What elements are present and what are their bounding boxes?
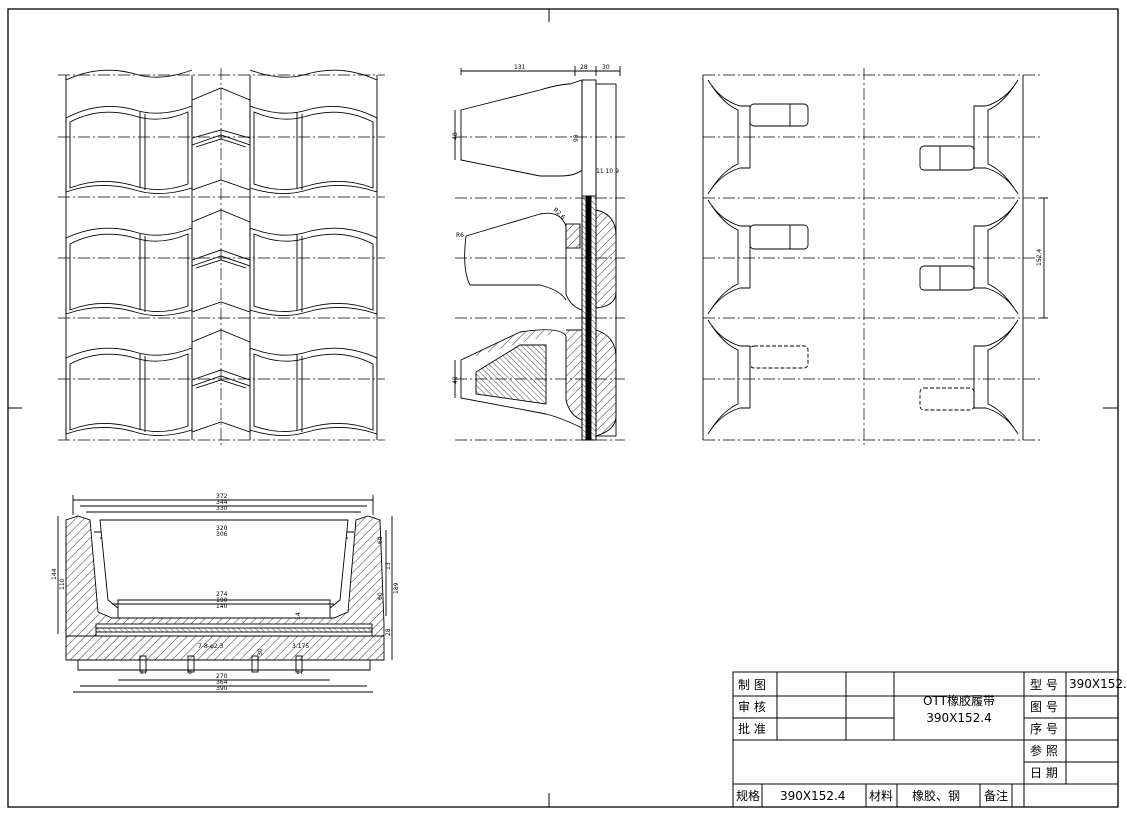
label-remark: 备注 xyxy=(984,788,1008,803)
label-sequence: 序 号 xyxy=(1030,721,1058,736)
sheet-border xyxy=(7,8,1119,808)
label-checked-by: 审 核 xyxy=(738,699,766,714)
spec-value: 390X152.4 xyxy=(780,789,845,803)
label-date: 日 期 xyxy=(1030,766,1058,780)
side-section-view xyxy=(454,66,625,441)
dim-98: 98 xyxy=(573,134,580,142)
label-drawn-by: 制 图 xyxy=(738,678,766,692)
dim-pitch-152-4: 152.4 xyxy=(1036,249,1043,266)
dim-14: 14 xyxy=(295,612,302,620)
dim-8: 8 xyxy=(188,669,192,676)
dim-189: 189 xyxy=(393,582,400,594)
dim-306: 306 xyxy=(216,531,228,538)
dim-28: 28 xyxy=(580,64,588,71)
dim-28: 28 xyxy=(385,628,392,636)
dim-110: 110 xyxy=(59,578,66,590)
dim-13: 13 xyxy=(385,562,392,570)
title-block xyxy=(732,671,1119,808)
product-spec: 390X152.4 xyxy=(926,711,991,725)
dim-390: 390 xyxy=(216,685,228,692)
guide-lug-view xyxy=(702,68,1048,446)
dim-48-top: 48 xyxy=(452,132,459,140)
label-material: 材料 xyxy=(869,789,893,803)
dim-131: 131 xyxy=(514,64,526,71)
dim-11-10-9: 11 10 9 xyxy=(596,168,619,175)
cross-section-dimensions: 372 344 330 320 306 274 190 140 270 364 … xyxy=(51,493,400,692)
dim-17-left: 17 xyxy=(140,669,148,676)
model-value: 390X152.4 xyxy=(1069,677,1127,691)
dim-144: 144 xyxy=(51,568,58,580)
dim-344: 344 xyxy=(216,499,228,506)
label-spec: 规格 xyxy=(736,788,760,803)
dim-30: 30 xyxy=(257,648,264,656)
dim-330: 330 xyxy=(216,505,228,512)
dim-cord-spec: 7-8-φ2.3 xyxy=(198,643,224,650)
label-model: 型 号 xyxy=(1030,678,1058,692)
dim-364: 364 xyxy=(216,679,228,686)
product-name: OTT橡胶履带 xyxy=(923,693,995,708)
cross-section-view xyxy=(57,495,393,693)
material-value: 橡胶、钢 xyxy=(912,788,960,803)
label-drawing-number: 图 号 xyxy=(1030,700,1058,714)
label-reference: 参 照 xyxy=(1030,743,1058,758)
dim-320: 320 xyxy=(216,525,228,532)
title-block-text: 制 图 审 核 批 准 OTT橡胶履带 390X152.4 型 号 390X15… xyxy=(736,677,1127,803)
dim-3-175: 3.175 xyxy=(292,643,309,650)
dim-270: 270 xyxy=(216,673,228,680)
tread-pattern-view xyxy=(58,68,385,446)
label-approved-by: 批 准 xyxy=(738,721,766,736)
dim-17-right: 17 xyxy=(296,669,304,676)
dim-48-bottom: 48 xyxy=(452,376,459,384)
dim-60-upper: 60 xyxy=(377,536,384,544)
dim-372: 372 xyxy=(216,493,228,500)
dim-190: 190 xyxy=(216,597,228,604)
dim-r6: R6 xyxy=(456,232,464,239)
dim-140: 140 xyxy=(216,603,228,610)
dim-60-lower: 60 xyxy=(377,592,384,600)
dim-30: 30 xyxy=(602,64,610,71)
dim-274: 274 xyxy=(216,591,228,598)
